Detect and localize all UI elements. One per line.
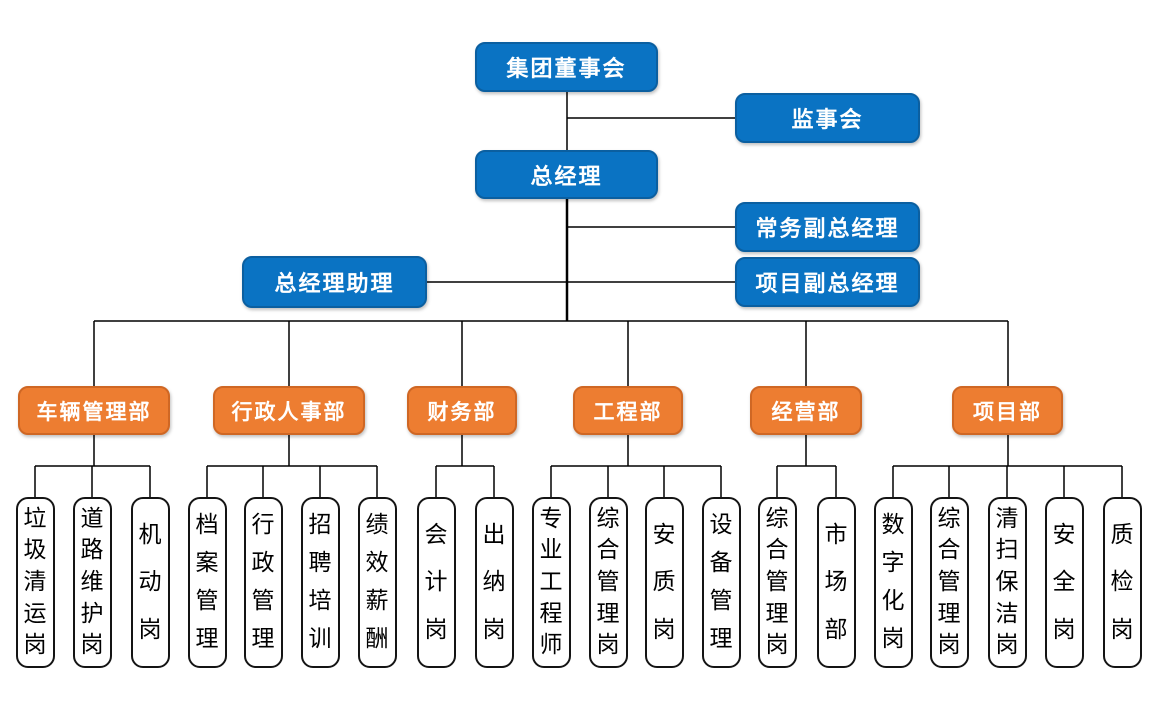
- position-label: 综合管理岗: [937, 505, 961, 659]
- position-label: 招聘培训: [308, 512, 332, 652]
- position-label: 质检岗: [1110, 521, 1134, 643]
- dept-operations: 经营部: [750, 386, 862, 435]
- dept-engineering: 工程部: [573, 386, 683, 435]
- position-box: 综合管理岗: [757, 497, 797, 668]
- position-label: 安全岗: [1052, 521, 1076, 643]
- position-box: 行政管理: [243, 497, 283, 668]
- position-label: 安质岗: [652, 521, 676, 643]
- node-board: 集团董事会: [475, 42, 658, 92]
- node-gm-assistant: 总经理助理: [242, 256, 427, 308]
- dept-project: 项目部: [952, 386, 1063, 435]
- position-label: 出纳岗: [482, 521, 506, 643]
- position-label: 综合管理岗: [596, 505, 620, 659]
- position-box: 会计岗: [416, 497, 456, 668]
- position-box: 档案管理: [187, 497, 227, 668]
- node-executive-deputy-gm: 常务副总经理: [735, 202, 920, 252]
- node-project-deputy-gm: 项目副总经理: [735, 257, 920, 307]
- position-box: 机动岗: [130, 497, 170, 668]
- position-label: 机动岗: [138, 521, 162, 643]
- position-label: 档案管理: [195, 512, 219, 652]
- position-box: 道路维护岗: [72, 497, 112, 668]
- position-box: 绩效薪酬: [357, 497, 397, 668]
- position-label: 市场部: [824, 521, 848, 643]
- position-label: 专业工程师: [539, 505, 563, 659]
- position-label: 会计岗: [424, 521, 448, 643]
- node-supervisory-board: 监事会: [735, 93, 920, 143]
- position-box: 综合管理岗: [588, 497, 628, 668]
- position-label: 综合管理岗: [765, 505, 789, 659]
- position-label: 行政管理: [251, 512, 275, 652]
- position-box: 市场部: [816, 497, 856, 668]
- position-box: 招聘培训: [300, 497, 340, 668]
- position-label: 清扫保洁岗: [995, 505, 1019, 659]
- position-label: 道路维护岗: [80, 505, 104, 659]
- position-box: 清扫保洁岗: [987, 497, 1027, 668]
- dept-admin-hr: 行政人事部: [213, 386, 365, 435]
- position-label: 垃圾清运岗: [23, 505, 47, 659]
- position-box: 数字化岗: [873, 497, 913, 668]
- position-box: 出纳岗: [474, 497, 514, 668]
- position-box: 安质岗: [644, 497, 684, 668]
- position-label: 数字化岗: [881, 512, 905, 652]
- dept-vehicle-management: 车辆管理部: [18, 386, 170, 435]
- dept-finance: 财务部: [407, 386, 517, 435]
- position-label: 绩效薪酬: [365, 512, 389, 652]
- position-box: 综合管理岗: [929, 497, 969, 668]
- position-box: 垃圾清运岗: [15, 497, 55, 668]
- position-box: 专业工程师: [531, 497, 571, 668]
- position-box: 质检岗: [1102, 497, 1142, 668]
- position-box: 安全岗: [1044, 497, 1084, 668]
- node-general-manager: 总经理: [475, 150, 658, 199]
- position-label: 设备管理: [709, 512, 733, 652]
- position-box: 设备管理: [701, 497, 741, 668]
